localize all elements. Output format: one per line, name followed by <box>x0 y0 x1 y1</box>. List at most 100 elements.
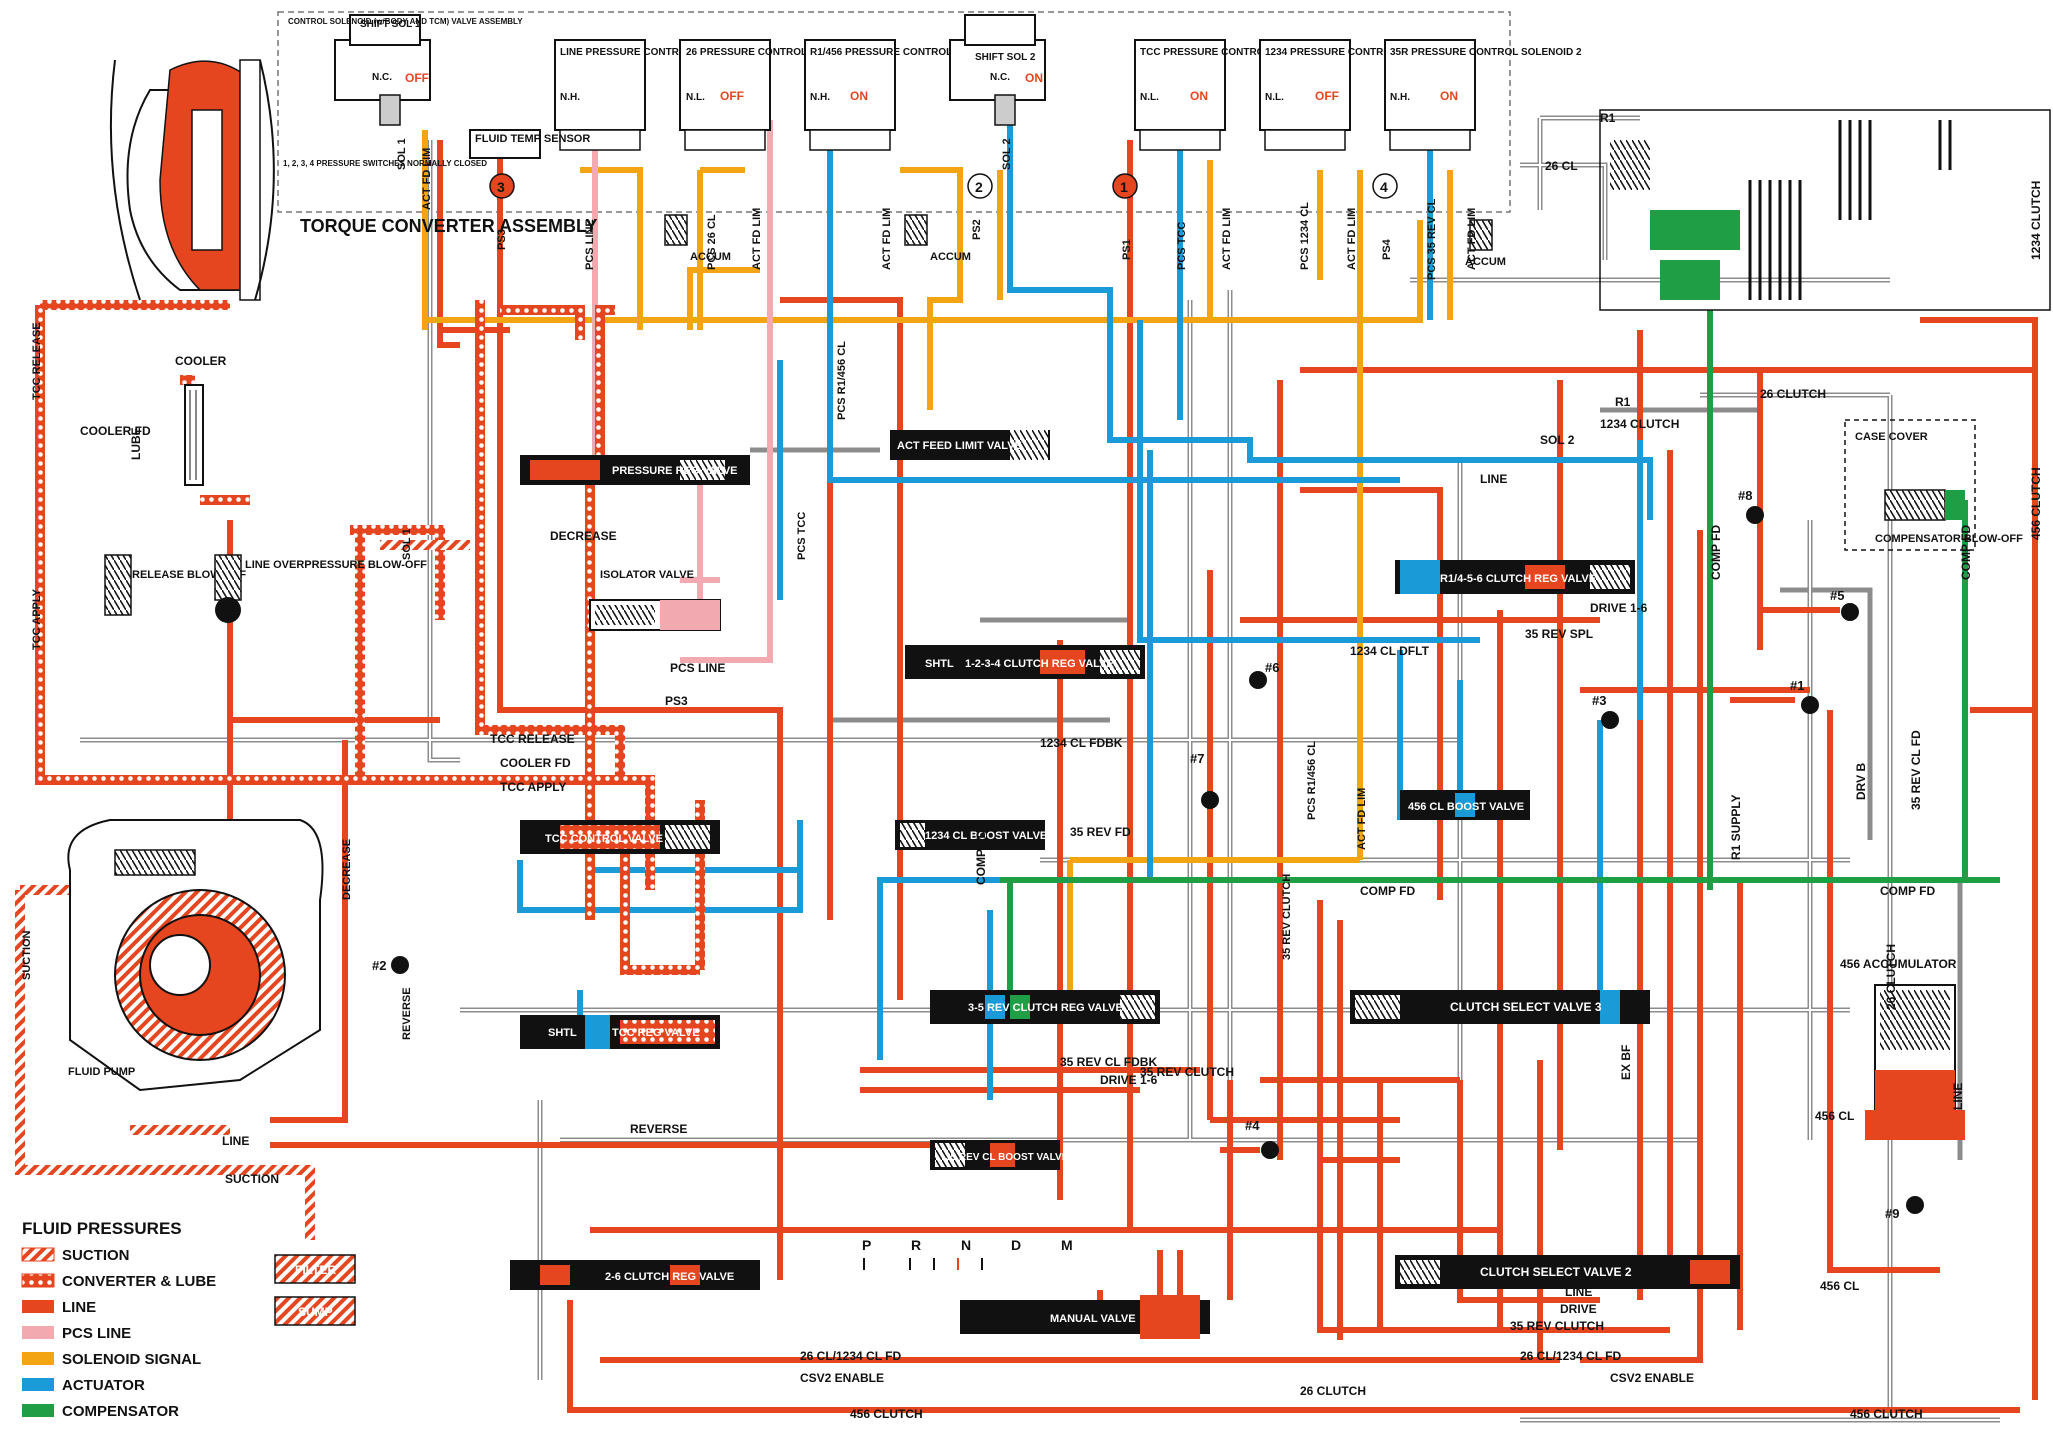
label-compfd-vert2: COMP FD <box>1959 525 1973 580</box>
solenoid-0-state: OFF <box>405 71 429 85</box>
label-35revclutch: 35 REV CLUTCH <box>1140 1065 1234 1079</box>
legend-label-suction: SUCTION <box>62 1247 130 1264</box>
solenoid-0-type: N.C. <box>372 72 392 83</box>
vlabel-actfdlim-5: ACT FD LIM <box>1346 208 1358 270</box>
label-line-csv2: LINE <box>1565 1285 1592 1299</box>
fluid-temp-sensor: FLUID TEMP SENSOR <box>469 129 590 159</box>
control-solenoid-label: CONTROL SOLENOID (w/BODY AND TCM) VALVE … <box>288 17 523 26</box>
check-balls: #2 #8 #5 #1 #3 #6 #7 #4 #9 <box>372 488 1924 1221</box>
solenoid-5-type: N.L. <box>1140 92 1159 103</box>
label-coolerfd-left: COOLER FD <box>80 424 151 438</box>
vlabel-pcsr1456-2: PCS R1/456 CL <box>1306 741 1318 820</box>
clutch-select-3-label: CLUTCH SELECT VALVE 3 <box>1450 1000 1602 1014</box>
label-26clutch-right: 26 CLUTCH <box>1760 387 1826 401</box>
sump-label: SUMP <box>298 1305 333 1319</box>
isolator-valve: ISOLATOR VALVE <box>589 569 721 631</box>
vlabel-actfdlim-3: ACT FD LIM <box>881 208 893 270</box>
accum-2-label: ACCUM <box>930 251 971 263</box>
svg-text:#6: #6 <box>1265 660 1279 675</box>
label-35revfd: 35 REV FD <box>1070 825 1131 839</box>
accum-456: 456 ACCUMULATOR <box>1840 957 1965 1140</box>
label-r1supply: R1 SUPPLY <box>1729 794 1743 860</box>
solenoid-1-type: N.H. <box>560 92 580 103</box>
label-coolerfd: COOLER FD <box>500 756 571 770</box>
solenoid-5-state: ON <box>1190 89 1208 103</box>
vlabel-sol1: SOL 1 <box>396 138 408 170</box>
label-line-mid: LINE <box>1480 472 1507 486</box>
clutch-1234-reg-label: 1-2-3-4 CLUTCH REG VALVE <box>965 658 1114 670</box>
label-lube: LUBE <box>129 427 143 460</box>
r1456-reg-label: R1/4-5-6 CLUTCH REG VALVE <box>1440 573 1596 585</box>
label-1234clutch-right: 1234 CLUTCH <box>2029 181 2043 260</box>
tcc-reg-valve: SHTL TCC REG VALVE <box>520 1015 720 1049</box>
vlabel-ps2: PS2 <box>971 219 983 240</box>
label-1234clfdbk: 1234 CL FDBK <box>1040 736 1123 750</box>
clutch-select-2-valve: CLUTCH SELECT VALVE 2 <box>1395 1255 1740 1289</box>
fluid-pump: FLUID PUMP <box>67 819 324 1092</box>
label-26clutch-bottom: 26 CLUTCH <box>1300 1384 1366 1398</box>
svg-text:4: 4 <box>1380 179 1388 195</box>
svg-text:1: 1 <box>1120 179 1128 195</box>
shtl-2-label: SHTL <box>548 1027 577 1039</box>
pcs-tcc-sol: TCC PRESSURE CONTROL SOLENOID N.L. ON <box>1134 39 1325 151</box>
manual-label: MANUAL VALVE <box>1050 1313 1136 1325</box>
accumulators-top: ACCUM ACCUM ACCUM <box>664 214 1506 268</box>
fluid-temp-sensor-label: FLUID TEMP SENSOR <box>475 133 590 145</box>
legend: FLUID PRESSURES SUCTION CONVERTER & LUBE… <box>21 1219 216 1420</box>
solenoid-6-state: OFF <box>1315 89 1339 103</box>
legend-item-pcs-line: PCS LINE <box>22 1325 131 1342</box>
clutch-select-2-label: CLUTCH SELECT VALVE 2 <box>1480 1265 1632 1279</box>
label-26clutch-vert: 26 CLUTCH <box>1884 944 1898 1010</box>
boost-1234-valve: 1234 CL BOOST VALVE <box>895 820 1047 850</box>
line-overpressure-blowoff: LINE OVERPRESSURE BLOW-OFF <box>214 554 427 623</box>
shift-sol-1: SHIFT SOL 1 N.C. OFF <box>334 14 431 126</box>
pcs-1234-sol: 1234 PRESSURE CONTROL SOLENOID 5 N.L. OF… <box>1259 39 1461 151</box>
label-drive16: DRIVE 1-6 <box>1590 601 1648 615</box>
svg-text:2: 2 <box>975 179 983 195</box>
label-compfd-left: COMP FD <box>974 830 988 885</box>
vlabel-sol1-mid: SOL 1 <box>401 528 413 560</box>
vlabel-actfdlim-4: ACT FD LIM <box>1221 208 1233 270</box>
label-tccapply: TCC APPLY <box>500 780 566 794</box>
label-sol2: SOL 2 <box>1540 433 1575 447</box>
label-1234cldflt: 1234 CL DFLT <box>1350 644 1430 658</box>
label-1234clutch: 1234 CLUTCH <box>1600 417 1679 431</box>
case-cover: CASE COVER COMPENSATOR BLOW-OFF <box>1844 419 2023 551</box>
label-compfd-right: COMP FD <box>1880 884 1935 898</box>
label-compfd-vert: COMP FD <box>1709 525 1723 580</box>
act-feed-limit-valve-label: ACT FEED LIMIT VALVE <box>897 440 1022 452</box>
cooler: COOLER <box>175 354 227 486</box>
vlabel-ps1: PS1 <box>1121 239 1133 260</box>
label-suction: SUCTION <box>225 1172 279 1186</box>
label-35revclutch-bottom: 35 REV CLUTCH <box>1510 1319 1604 1333</box>
vlabel-decrease: DECREASE <box>341 839 353 900</box>
prndm-indicator: P R N D M <box>862 1237 1073 1270</box>
clutch-select-3-valve: CLUTCH SELECT VALVE 3 <box>1350 990 1650 1024</box>
vlabel-actfdlim-6: ACT FD LIM <box>1466 208 1478 270</box>
reg-26-label: 2-6 CLUTCH REG VALVE <box>605 1271 734 1283</box>
passages-compensator <box>1000 237 2000 1000</box>
label-26cl-top: 26 CL <box>1545 159 1578 173</box>
vlabel-suction: SUCTION <box>21 930 33 980</box>
passages-solenoid-signal <box>422 130 1453 1020</box>
vlabel-sol2: SOL 2 <box>1001 138 1013 170</box>
rev-35-reg-label: 3-5 REV CLUTCH REG VALVE <box>968 1002 1123 1014</box>
vertical-labels: SOL 1 ACT FD LIM PS3 PCS LINE PCS 26 CL … <box>21 138 1478 1040</box>
shift-sol-2: SHIFT SOL 2 N.C. ON <box>949 14 1046 126</box>
tcc-control-label: TCC CONTROL VALVE <box>545 833 663 845</box>
vlabel-pcs26cl: PCS 26 CL <box>706 214 718 270</box>
vlabel-actfdlim-2: ACT FD LIM <box>751 208 763 270</box>
solenoid-block-outline <box>277 11 1511 213</box>
solenoid-4-state: ON <box>1025 71 1043 85</box>
label-drvb: DRV B <box>1854 763 1868 800</box>
label-35revspl: 35 REV SPL <box>1525 627 1593 641</box>
solenoid-3-name: R1/456 PRESSURE CONTROL SOLENOID 3 <box>810 47 1016 58</box>
label-reverse: REVERSE <box>630 1122 687 1136</box>
legend-title: FLUID PRESSURES <box>22 1219 182 1238</box>
solenoid-3-state: ON <box>850 89 868 103</box>
label-456cl-a: 456 CL <box>1815 1109 1854 1123</box>
label-decrease: DECREASE <box>550 529 617 543</box>
svg-text:#4: #4 <box>1245 1118 1260 1133</box>
torque-converter <box>109 59 275 301</box>
pcs-35r-sol: 35R PRESSURE CONTROL SOLENOID 2 N.H. ON <box>1384 39 1582 151</box>
